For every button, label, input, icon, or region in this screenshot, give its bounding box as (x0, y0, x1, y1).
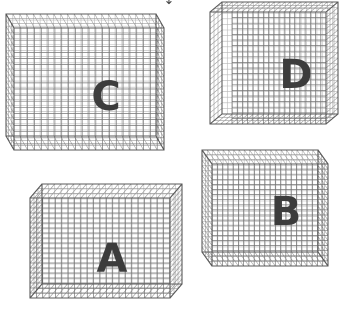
cage-c: C (6, 14, 164, 150)
cage-a: A (30, 184, 182, 298)
cage-label-d: D (279, 52, 312, 98)
cage-d: D (210, 2, 338, 124)
cage-label-c: C (91, 74, 120, 120)
cage-label-b: B (271, 189, 302, 235)
cage-b: B (202, 150, 328, 266)
cage-label-a: A (97, 236, 128, 282)
